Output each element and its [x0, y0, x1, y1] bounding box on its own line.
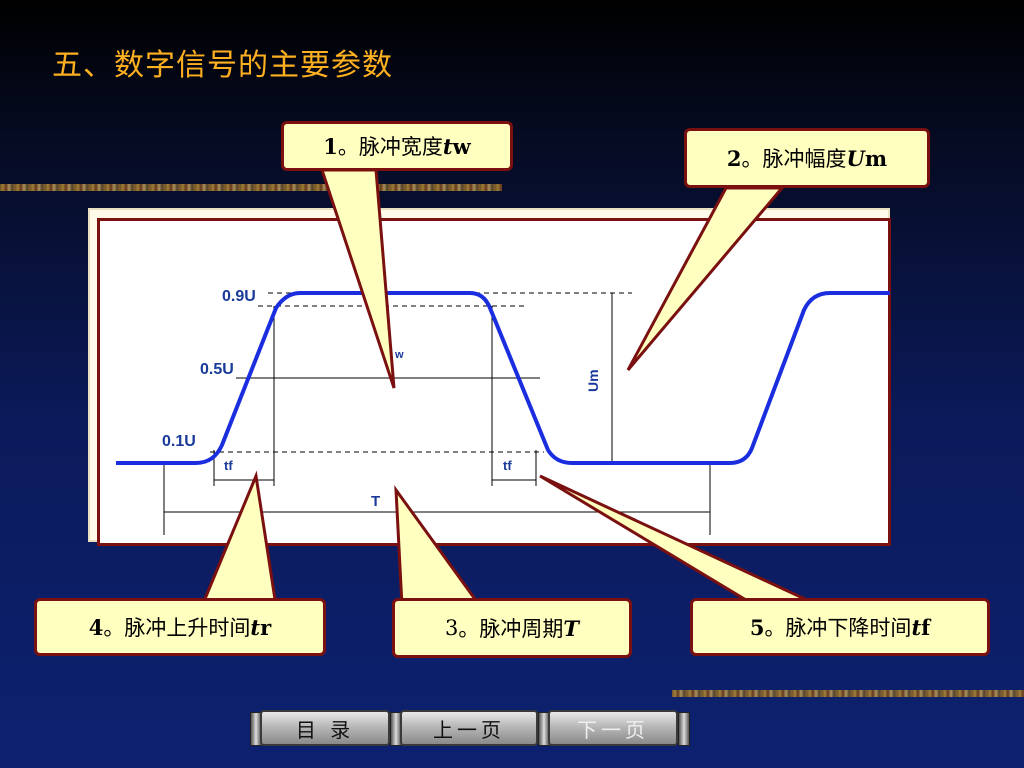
label-0-9u: 0.9U: [222, 288, 256, 305]
contents-button[interactable]: 目 录: [260, 710, 390, 746]
callout-separator: 。: [337, 135, 359, 159]
page-title: 五、数字信号的主要参数: [52, 48, 393, 83]
callout-symbol: t: [442, 133, 453, 159]
callout-separator: 。: [741, 147, 763, 171]
decorative-bar-bottom: [672, 690, 1024, 697]
callout-symbol: U: [846, 145, 865, 171]
callout-separator: 。: [764, 616, 786, 640]
nav-cap-right: [678, 712, 690, 746]
callout-text: 脉冲下降时间: [785, 616, 912, 640]
callout-text: 脉冲上升时间: [124, 616, 251, 640]
callout-symbol: t: [911, 614, 922, 640]
callout-text: 脉冲宽度: [358, 135, 443, 159]
callout-number: 3: [444, 616, 459, 640]
callout-text: 脉冲周期: [479, 617, 564, 641]
label-tf-right: tf: [503, 458, 512, 473]
label-period-t: T: [371, 493, 380, 510]
label-um: Um: [585, 369, 601, 392]
label-tf-left: tf: [224, 458, 233, 473]
label-tw-fragment: w: [394, 349, 404, 361]
decorative-bar-top: [0, 184, 502, 191]
callout-symbol-sub: f: [921, 614, 931, 640]
prev-page-button[interactable]: 上一页: [400, 710, 538, 746]
callout-symbol-sub: r: [260, 614, 272, 640]
callout-number: 4: [88, 614, 104, 640]
callout-number: 1: [323, 133, 338, 159]
callout-symbol: T: [563, 615, 579, 641]
callout-symbol: t: [250, 614, 261, 640]
callout-separator: 。: [458, 617, 480, 641]
callout-text: 脉冲幅度: [762, 147, 847, 171]
label-0-1u: 0.1U: [162, 433, 196, 450]
next-page-button[interactable]: 下一页: [548, 710, 678, 746]
callout-symbol-sub: m: [864, 145, 888, 171]
callout-symbol-sub: w: [452, 133, 471, 159]
callout-number: 5: [749, 614, 765, 640]
diagram-panel: [97, 218, 891, 546]
label-0-5u: 0.5U: [200, 361, 234, 378]
callout-number: 2: [726, 145, 742, 171]
callout-separator: 。: [103, 616, 125, 640]
